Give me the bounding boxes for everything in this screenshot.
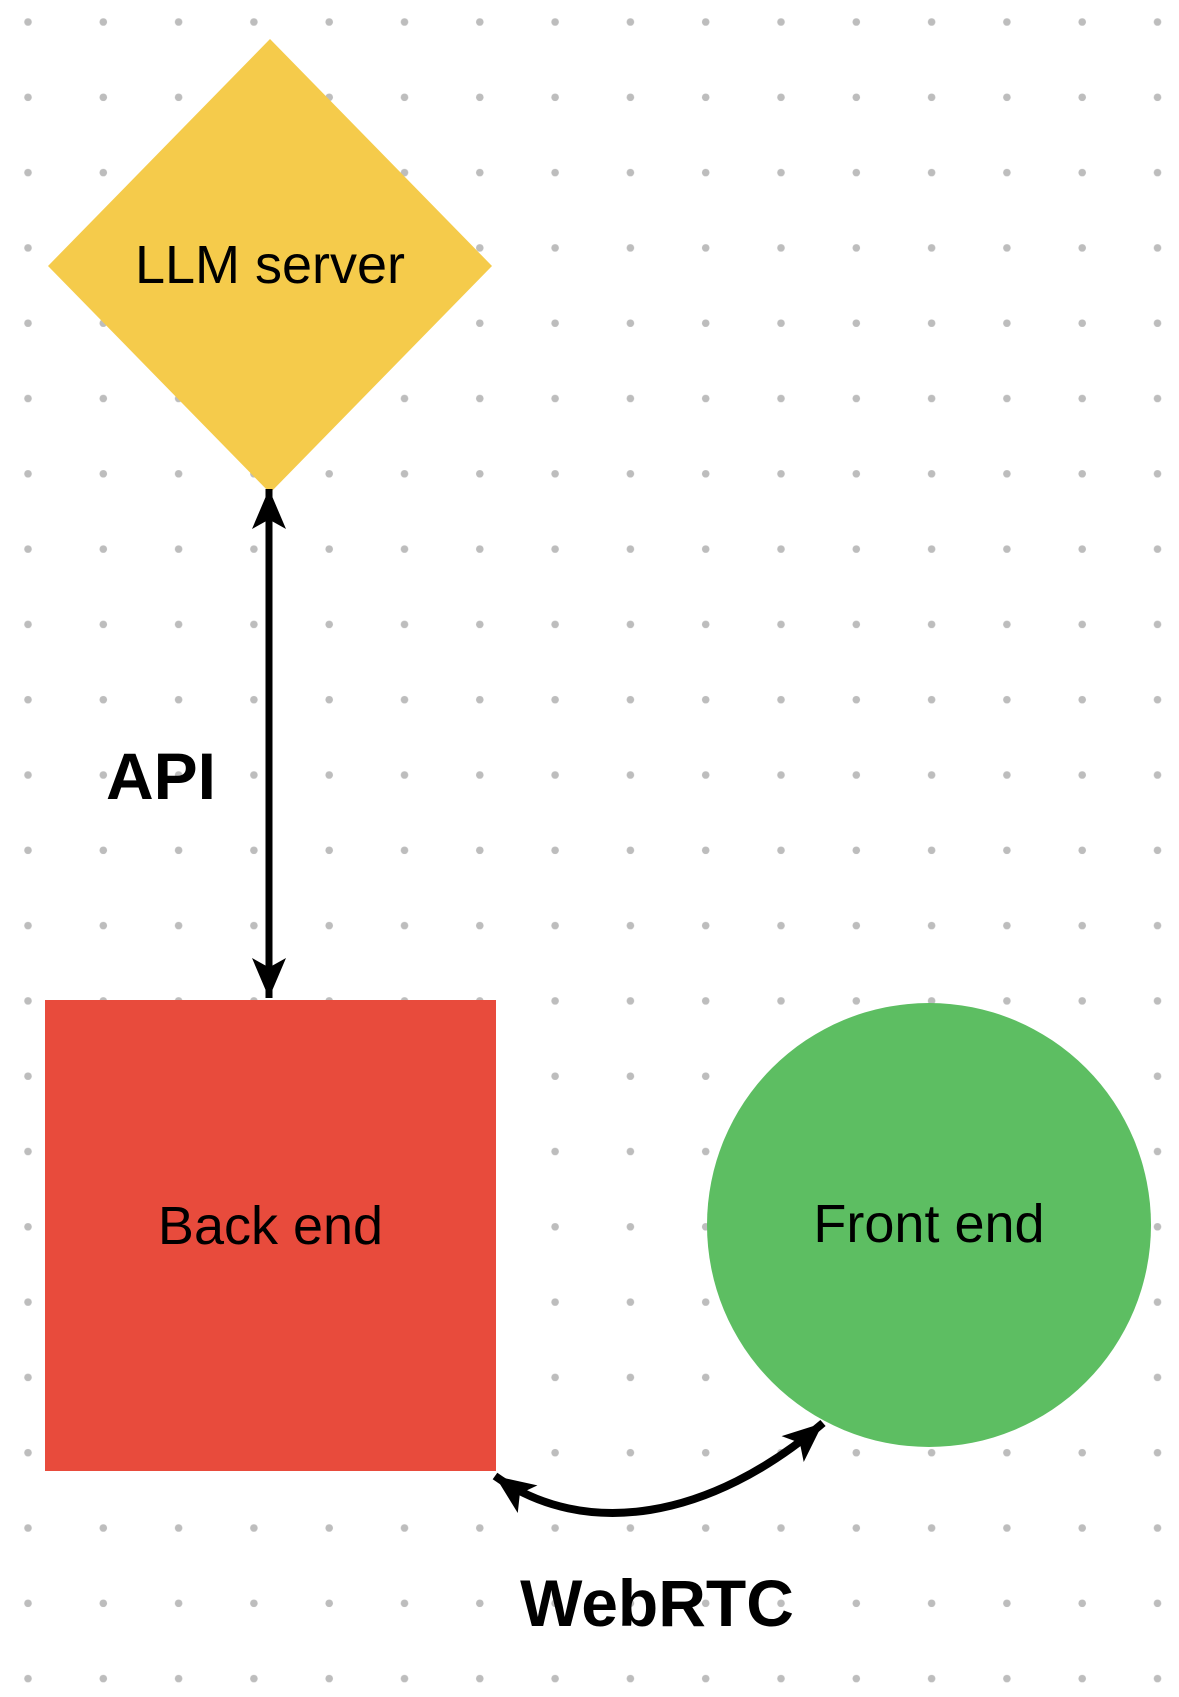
node-front-end-label: Front end [813,1194,1045,1255]
node-back-end[interactable]: Back end [45,1000,496,1471]
edge-webrtc-arrow[interactable] [492,1419,826,1517]
edge-label-webrtc[interactable]: WebRTC [520,1566,794,1640]
node-llm-server-label: LLM server [134,235,406,296]
edge-label-api[interactable]: API [105,739,217,813]
node-front-end[interactable]: Front end [707,1003,1151,1447]
node-back-end-label: Back end [157,1195,384,1256]
